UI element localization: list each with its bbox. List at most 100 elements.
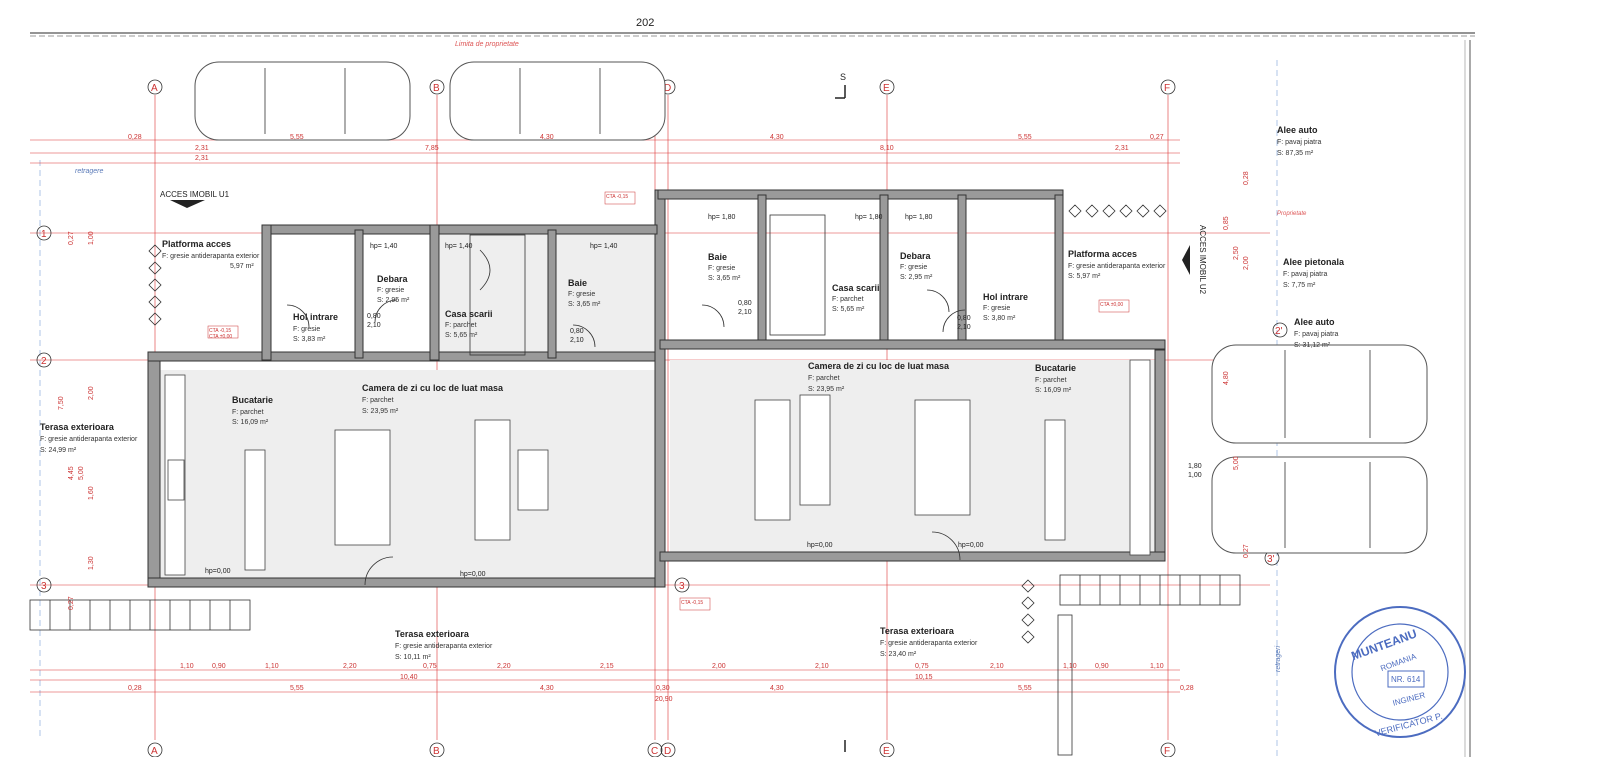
svg-text:S: 5,65 m²: S: 5,65 m² xyxy=(832,306,865,313)
room-casa-scarii-u1: Casa scarii F: parchet S: 5,65 m² xyxy=(445,309,493,339)
svg-text:1,30: 1,30 xyxy=(88,556,95,570)
svg-text:0,80: 0,80 xyxy=(570,328,584,335)
svg-text:10,40: 10,40 xyxy=(400,674,418,681)
svg-text:4,30: 4,30 xyxy=(770,685,784,692)
retragere-label: retragere xyxy=(75,168,104,175)
svg-text:S: 31,12 m²: S: 31,12 m² xyxy=(1294,342,1331,349)
diamond-path-bottom xyxy=(1021,579,1035,644)
room-baie-u1: Baie F: gresie S: 3,65 m² xyxy=(568,278,601,308)
svg-text:1,80: 1,80 xyxy=(1188,463,1202,470)
svg-text:F: parchet: F: parchet xyxy=(832,296,864,303)
hp-labels: hp= 1,40 hp= 1,40 hp= 1,40 hp= 1,80 hp= … xyxy=(205,214,984,578)
svg-text:CTA -0,15: CTA -0,15 xyxy=(606,194,628,200)
svg-text:2,10: 2,10 xyxy=(815,663,829,670)
svg-text:2,10: 2,10 xyxy=(570,337,584,344)
svg-text:F: parchet: F: parchet xyxy=(808,375,840,382)
svg-text:Baie: Baie xyxy=(708,252,727,262)
access-u2-arrow: ACCES IMOBIL U2 xyxy=(1182,225,1207,295)
svg-text:CTA ±0,00: CTA ±0,00 xyxy=(209,334,232,340)
car-parking-1 xyxy=(194,61,411,141)
svg-text:Hol intrare: Hol intrare xyxy=(983,292,1028,302)
svg-text:hp= 1,40: hp= 1,40 xyxy=(445,243,473,250)
svg-text:Hol intrare: Hol intrare xyxy=(293,312,338,322)
svg-text:4,80: 4,80 xyxy=(1223,371,1230,385)
unit-2-building xyxy=(657,189,1166,562)
svg-text:B: B xyxy=(433,746,440,757)
room-casa-scarii-u2: Casa scarii F: parchet S: 5,65 m² xyxy=(832,283,880,313)
axis-bubbles-left: 1 2 3 3 3' 2' xyxy=(36,225,1288,593)
svg-text:hp=0,00: hp=0,00 xyxy=(958,542,984,549)
svg-text:S: 3,80 m²: S: 3,80 m² xyxy=(983,315,1016,322)
svg-text:0,27: 0,27 xyxy=(1243,544,1250,558)
svg-text:2,00: 2,00 xyxy=(88,386,95,400)
svg-text:Bucatarie: Bucatarie xyxy=(232,395,273,405)
svg-text:F: parchet: F: parchet xyxy=(362,397,394,404)
svg-text:S: 2,95 m²: S: 2,95 m² xyxy=(900,274,933,281)
svg-text:5,00: 5,00 xyxy=(78,466,85,480)
svg-text:S: 16,09 m²: S: 16,09 m² xyxy=(232,419,269,426)
svg-text:Platforma acces: Platforma acces xyxy=(162,239,231,249)
svg-text:Alee pietonala: Alee pietonala xyxy=(1283,257,1345,267)
svg-text:D: D xyxy=(664,746,671,757)
svg-text:1,60: 1,60 xyxy=(88,486,95,500)
axis-bubbles-bottom: A B C D E F xyxy=(147,742,1176,757)
access-u1-arrow: ACCES IMOBIL U1 xyxy=(160,190,230,208)
svg-text:5,55: 5,55 xyxy=(290,685,304,692)
room-baie-u2: Baie F: gresie S: 3,65 m² xyxy=(708,252,741,282)
svg-text:F: gresie: F: gresie xyxy=(900,264,927,271)
svg-text:5,97 m²: 5,97 m² xyxy=(230,263,254,270)
diamond-path-top-right xyxy=(1068,204,1167,218)
svg-text:CTA -0,15: CTA -0,15 xyxy=(681,600,703,606)
svg-text:E: E xyxy=(883,83,890,94)
svg-text:5,55: 5,55 xyxy=(1018,134,1032,141)
svg-text:2,50: 2,50 xyxy=(1233,246,1240,260)
svg-text:0,90: 0,90 xyxy=(212,663,226,670)
svg-text:hp=0,00: hp=0,00 xyxy=(460,571,486,578)
svg-text:2,00: 2,00 xyxy=(1243,256,1250,270)
svg-text:1: 1 xyxy=(41,229,47,240)
door-dimension-labels: 0,80 2,10 0,80 2,10 0,80 2,10 0,80 2,10 xyxy=(367,300,971,344)
svg-text:E: E xyxy=(883,746,890,757)
svg-text:0,75: 0,75 xyxy=(423,663,437,670)
svg-text:F: F xyxy=(1164,83,1170,94)
svg-text:1,00: 1,00 xyxy=(88,231,95,245)
svg-text:hp= 1,80: hp= 1,80 xyxy=(855,214,883,221)
room-terasa-u2: Terasa exterioara F: gresie antiderapant… xyxy=(880,626,978,658)
svg-text:Terasa exterioara: Terasa exterioara xyxy=(40,422,115,432)
door-swings xyxy=(286,289,966,586)
svg-text:0,30: 0,30 xyxy=(656,685,670,692)
room-platforma-u1: Platforma acces F: gresie antiderapanta … xyxy=(162,239,260,270)
unit-1-building xyxy=(147,189,666,588)
svg-text:2,10: 2,10 xyxy=(367,322,381,329)
svg-text:hp= 1,40: hp= 1,40 xyxy=(590,243,618,250)
svg-text:S: 23,95 m²: S: 23,95 m² xyxy=(362,408,399,415)
diamond-path-left xyxy=(148,244,162,326)
svg-text:2,20: 2,20 xyxy=(343,663,357,670)
svg-text:CTA ±0,00: CTA ±0,00 xyxy=(1100,302,1123,308)
svg-text:B: B xyxy=(433,83,440,94)
svg-text:S: 3,65 m²: S: 3,65 m² xyxy=(568,301,601,308)
svg-text:F: gresie antiderapanta exteri: F: gresie antiderapanta exterior xyxy=(40,436,138,443)
svg-text:A: A xyxy=(151,746,158,757)
room-debara-u2: Debara F: gresie S: 2,95 m² xyxy=(900,251,933,281)
car-parking-2 xyxy=(449,61,666,141)
room-bucatarie-u2: Bucatarie F: parchet S: 16,09 m² xyxy=(1035,363,1076,394)
svg-text:0,28: 0,28 xyxy=(1243,171,1250,185)
svg-text:0,80: 0,80 xyxy=(738,300,752,307)
section-marker-top: S xyxy=(835,72,846,99)
svg-text:1,10: 1,10 xyxy=(1063,663,1077,670)
svg-text:3': 3' xyxy=(1267,554,1275,565)
svg-text:hp= 1,80: hp= 1,80 xyxy=(905,214,933,221)
svg-text:0,85: 0,85 xyxy=(1223,216,1230,230)
svg-text:0,28: 0,28 xyxy=(128,685,142,692)
svg-text:Debara: Debara xyxy=(377,274,409,284)
svg-text:hp=0,00: hp=0,00 xyxy=(807,542,833,549)
room-terasa-u1-left: Terasa exterioara F: gresie antiderapant… xyxy=(40,422,138,454)
room-alee-auto-1: Alee auto F: pavaj piatra S: 87,35 m² xyxy=(1277,125,1321,157)
svg-text:S: 5,97 m²: S: 5,97 m² xyxy=(1068,273,1101,280)
svg-text:A: A xyxy=(151,83,158,94)
retrageri-label: retrageri xyxy=(1275,645,1282,672)
svg-text:F: parchet: F: parchet xyxy=(232,409,264,416)
svg-text:S: 24,99 m²: S: 24,99 m² xyxy=(40,447,77,454)
svg-text:hp=0,00: hp=0,00 xyxy=(205,568,231,575)
